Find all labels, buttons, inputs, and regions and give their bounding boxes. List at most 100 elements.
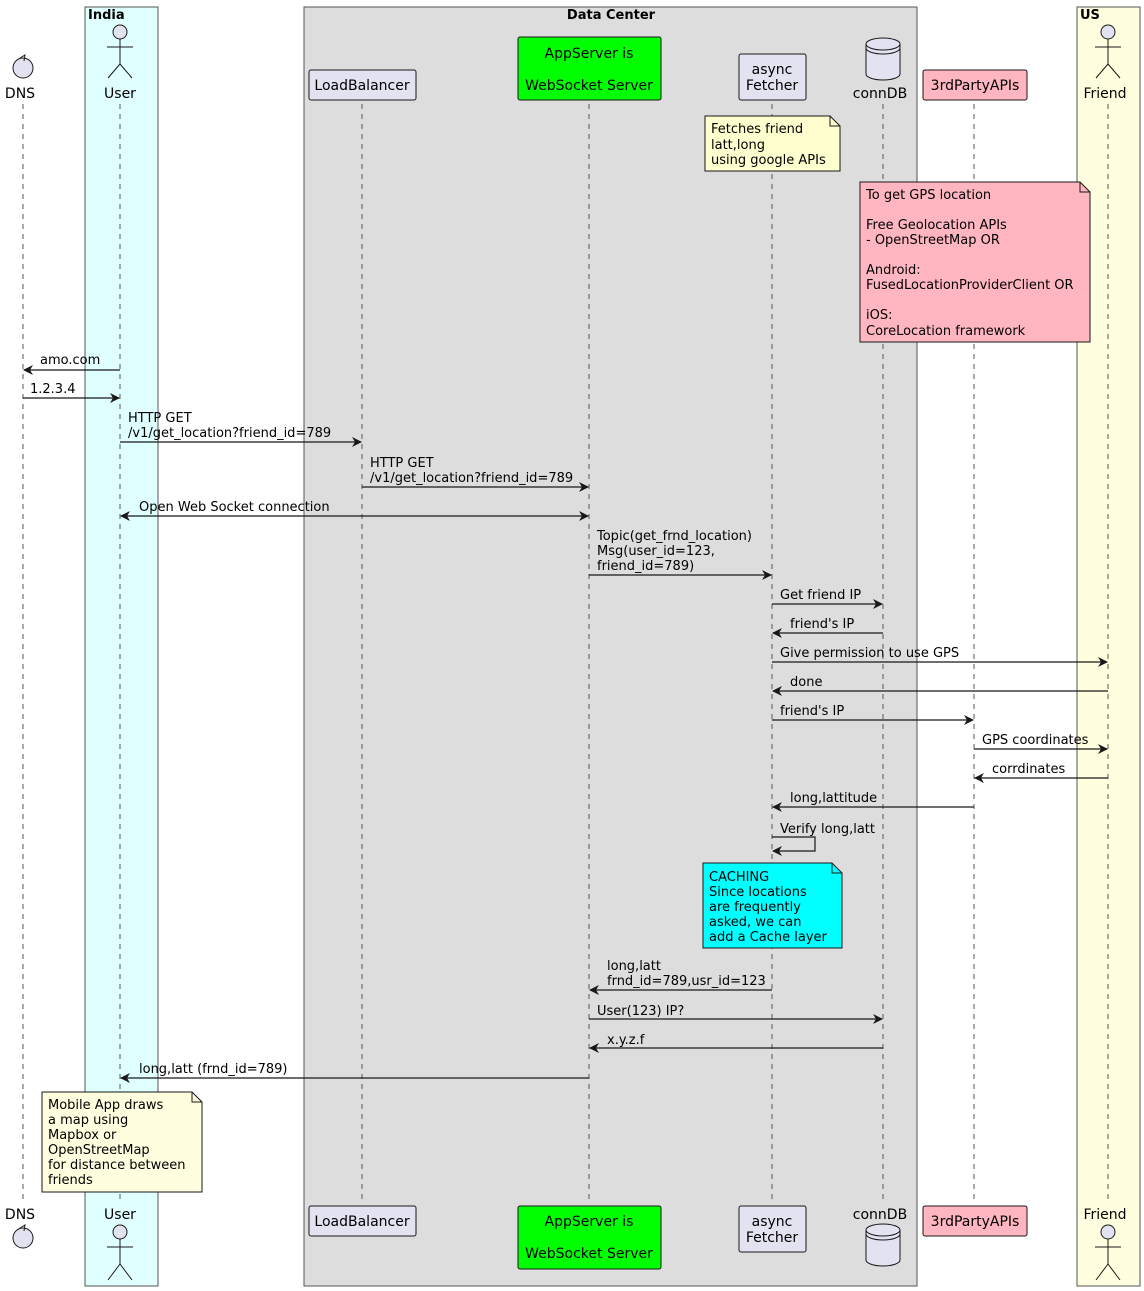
participant-user-label: User (104, 86, 136, 102)
participant-box (738, 53, 807, 101)
message-label: HTTP GET (128, 411, 192, 426)
participant-user: User (104, 24, 136, 102)
control-arrow-icon (19, 1224, 26, 1232)
participant-fetcher-label-2: Fetcher (746, 78, 799, 94)
message-label: friend_id=789) (597, 559, 694, 574)
participant-apis-bottom: 3rdPartyAPIs (922, 1205, 1028, 1237)
participant-appserver-bottom: AppServer is WebSocket Server (517, 1205, 662, 1270)
participant-fetcher-label-1: async (752, 62, 793, 78)
box-india-bg (84, 6, 159, 1287)
participant-fetcher-bottom: async Fetcher (738, 1205, 807, 1253)
message-arrow: Topic(get_frnd_location) Msg(user_id=123… (589, 529, 772, 580)
participant-box (517, 36, 662, 101)
participant-dns-label: DNS (5, 1207, 35, 1223)
message-label: /v1/get_location?friend_id=789 (128, 426, 331, 441)
participant-fetcher-label-2: Fetcher (746, 1230, 799, 1246)
participant-loadbalancer-label: LoadBalancer (314, 1214, 409, 1230)
actor-icon (1095, 24, 1121, 79)
note-fetcher-line: latt,long (711, 138, 765, 153)
database-icon (865, 37, 901, 81)
message-arrow: 1.2.3.4 (23, 382, 120, 403)
participant-box (922, 69, 1028, 101)
message-label: x.y.z.f (607, 1033, 645, 1048)
note-map-line: Mapbox or (48, 1128, 117, 1143)
message-label: amo.com (40, 353, 100, 368)
participant-loadbalancer-bottom: LoadBalancer (308, 1205, 417, 1237)
message-label: Open Web Socket connection (139, 500, 330, 515)
box-datacenter: Data Center (303, 6, 918, 1287)
message-label: done (790, 675, 822, 690)
note-map-line: for distance between (48, 1158, 185, 1173)
message-label: HTTP GET (370, 456, 434, 471)
message-label: friend's IP (790, 617, 854, 632)
note-shape (41, 1091, 203, 1193)
message-label: Give permission to use GPS (780, 646, 959, 661)
box-india: India (84, 6, 159, 1287)
note-gps-line: - OpenStreetMap OR (866, 233, 1000, 248)
note-fetcher-line: Fetches friend (711, 122, 803, 137)
box-datacenter-title: Data Center (567, 8, 656, 23)
note-shape (704, 115, 841, 172)
note-map-line: a map using (48, 1113, 128, 1128)
message-label: Get friend IP (780, 588, 861, 603)
message-label: long,latt (frnd_id=789) (139, 1062, 288, 1077)
message-label: frnd_id=789,usr_id=123 (607, 974, 766, 989)
message-label: User(123) IP? (597, 1004, 684, 1019)
participant-appserver-label-2: WebSocket Server (525, 1246, 653, 1262)
message-arrow: long,latt frnd_id=789,usr_id=123 (589, 959, 772, 995)
control-icon (12, 1227, 34, 1249)
message-arrow: done (772, 675, 1108, 696)
note-cache-line: asked, we can (709, 915, 801, 930)
control-icon (12, 57, 34, 79)
participant-user-label: User (104, 1207, 136, 1223)
database-icon (865, 1223, 901, 1267)
participant-appserver-label-1: AppServer is (545, 46, 634, 62)
message-arrow: x.y.z.f (589, 1033, 883, 1053)
participant-friend: Friend (1083, 24, 1127, 102)
participants-bottom: DNS User LoadBalancer AppServer is WebSo… (5, 1205, 1127, 1281)
message-label: GPS coordinates (982, 733, 1089, 748)
note-fetcher-line: using google APIs (711, 153, 826, 168)
message-arrow: long,latt (frnd_id=789) (120, 1062, 589, 1083)
message-arrow: User(123) IP? (589, 1004, 883, 1024)
participant-conndb-label: connDB (853, 1207, 907, 1223)
box-datacenter-bg (303, 6, 918, 1287)
message-label: corrdinates (992, 762, 1065, 777)
message-arrow: HTTP GET /v1/get_location?friend_id=789 (120, 411, 362, 447)
participant-friend-label: Friend (1083, 86, 1126, 102)
note-shape (702, 862, 843, 949)
participant-friend-label: Friend (1083, 1207, 1126, 1223)
note-gps-line: Android: (866, 263, 921, 278)
note-cache-line: are frequently (709, 900, 801, 915)
message-label: long,latt (607, 959, 661, 974)
message-arrow: HTTP GET /v1/get_location?friend_id=789 (362, 456, 589, 492)
participant-loadbalancer: LoadBalancer (308, 69, 417, 101)
participant-box (308, 69, 417, 101)
message-arrow: long,lattitude (772, 791, 974, 812)
note-map: Mobile App draws a map using Mapbox or O… (41, 1091, 203, 1193)
participant-appserver: AppServer is WebSocket Server (517, 36, 662, 101)
box-us-title: US (1080, 8, 1100, 23)
participant-box (517, 1205, 662, 1270)
message-label: Msg(user_id=123, (597, 544, 715, 559)
participant-loadbalancer-label: LoadBalancer (314, 78, 409, 94)
box-india-title: India (88, 8, 125, 23)
message-arrow: Open Web Socket connection (120, 500, 589, 521)
participant-box (922, 1205, 1028, 1237)
message-label: 1.2.3.4 (30, 382, 75, 397)
note-fetcher: Fetches friend latt,long using google AP… (704, 115, 841, 172)
message-label: long,lattitude (790, 791, 877, 806)
participant-box (308, 1205, 417, 1237)
participant-friend-bottom: Friend (1083, 1207, 1127, 1281)
participant-apis: 3rdPartyAPIs (922, 69, 1028, 101)
note-cache-line: add a Cache layer (709, 930, 828, 945)
participant-apis-label: 3rdPartyAPIs (931, 1214, 1020, 1230)
message-arrow: Get friend IP (772, 588, 883, 609)
actor-icon (107, 1224, 133, 1281)
participant-dns-bottom: DNS (5, 1207, 35, 1249)
message-label: /v1/get_location?friend_id=789 (370, 471, 573, 486)
message-arrow: corrdinates (974, 762, 1108, 783)
note-shape (859, 181, 1091, 343)
note-cache: CACHING Since locations are frequently a… (702, 862, 843, 949)
note-map-line: Mobile App draws (48, 1098, 164, 1113)
